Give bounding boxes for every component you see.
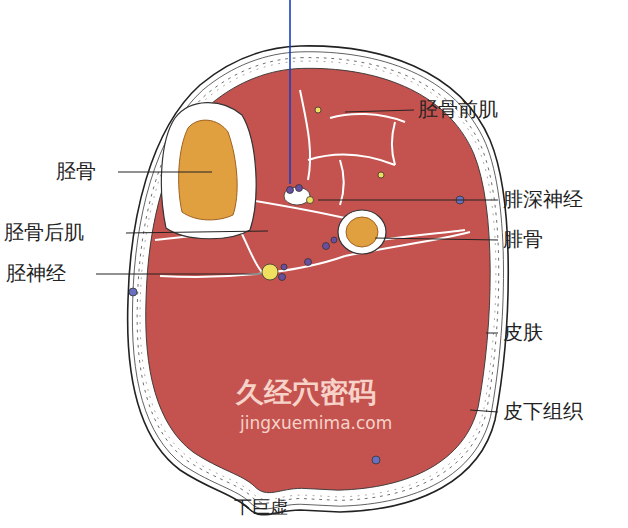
- watermark: 久经穴密码: [236, 376, 376, 410]
- needle: [289, 0, 291, 184]
- muscle: [146, 68, 490, 492]
- skin-inner-line: [132, 52, 503, 509]
- muscle-label: 胫骨前肌: [418, 97, 498, 121]
- muscle-label: 胫骨后肌: [4, 220, 84, 244]
- vessels: [129, 107, 464, 464]
- caption: 下巨虚: [234, 496, 288, 518]
- skin: [128, 46, 509, 515]
- layer-label: 皮下组织: [503, 399, 583, 423]
- subcutaneous-texture: [137, 58, 499, 503]
- subcutaneous-texture: [140, 61, 496, 499]
- watermark: jingxuemima.com: [240, 413, 392, 433]
- nerve-label: 腓深神经: [503, 187, 583, 211]
- bone-label: 胫骨: [56, 159, 96, 183]
- leader-lines: [96, 110, 498, 412]
- fibula: [338, 210, 386, 254]
- layer-label: 皮肤: [503, 320, 543, 344]
- tibia: [161, 103, 256, 239]
- tibia-marrow: [179, 120, 238, 220]
- nerve-label: 胫神经: [6, 261, 66, 285]
- bone-label: 腓骨: [503, 227, 543, 251]
- fibula-marrow: [346, 217, 378, 247]
